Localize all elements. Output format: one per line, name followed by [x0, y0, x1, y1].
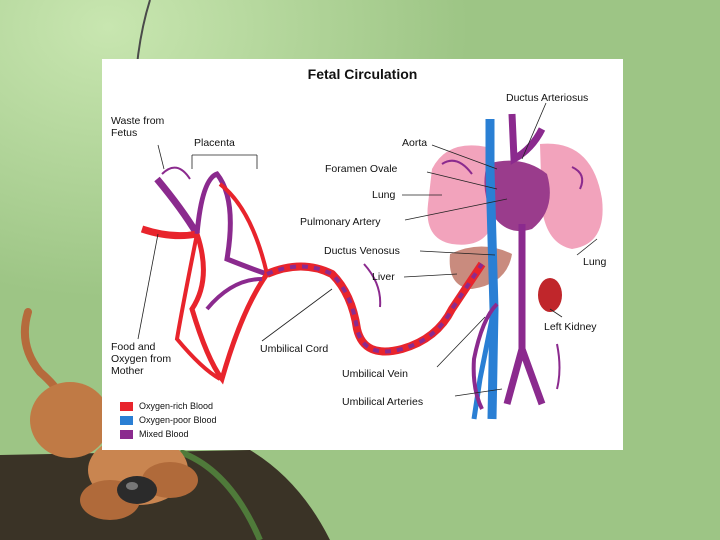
legend-label: Oxygen-poor Blood [139, 415, 217, 425]
aortic-arch [508, 113, 546, 165]
label-ductus-venosus: Ductus Venosus [324, 245, 400, 257]
leader-lines [137, 102, 598, 397]
label-lung-left: Lung [372, 189, 396, 201]
right-lung-shape [540, 143, 603, 249]
flow-arrows [161, 159, 584, 390]
label-placenta: Placenta [194, 137, 235, 149]
fetal-circulation-diagram: Fetal Circulation Waste from Fetus Place… [102, 59, 623, 450]
legend-swatch [120, 430, 133, 439]
placenta-vessels [140, 171, 270, 385]
vein-branch [471, 308, 497, 420]
umbilical-cord-vessel [265, 261, 499, 410]
kidney-shape [538, 278, 562, 312]
descending-aorta [503, 224, 546, 406]
label-left-kidney: Left Kidney [544, 321, 597, 333]
vena-cava [485, 119, 499, 420]
label-lung-right: Lung [583, 256, 607, 268]
label-umbilical-vein: Umbilical Vein [342, 368, 408, 380]
label-aorta: Aorta [402, 137, 428, 149]
heart-shape [484, 160, 550, 232]
legend-swatch [120, 402, 133, 411]
diagram-title: Fetal Circulation [307, 66, 418, 82]
label-foramen-ovale: Foramen Ovale [325, 163, 398, 175]
legend-label: Mixed Blood [139, 429, 189, 439]
cartoon-dog-icon [20, 308, 198, 520]
label-food-oxygen: Food and Oxygen from Mother [111, 341, 172, 377]
left-lung-shape [427, 145, 496, 245]
label-pulmonary-artery: Pulmonary Artery [300, 216, 381, 228]
label-ductus-arteriosus: Ductus Arteriosus [506, 92, 589, 104]
legend-swatch [120, 416, 133, 425]
circulation-artwork [137, 102, 603, 420]
label-liver: Liver [372, 271, 395, 283]
label-waste-from-fetus: Waste from Fetus [111, 115, 165, 139]
label-umbilical-arteries: Umbilical Arteries [342, 396, 424, 408]
legend-label: Oxygen-rich Blood [139, 401, 214, 411]
label-umbilical-cord: Umbilical Cord [260, 343, 329, 355]
grass-edge [178, 449, 263, 540]
